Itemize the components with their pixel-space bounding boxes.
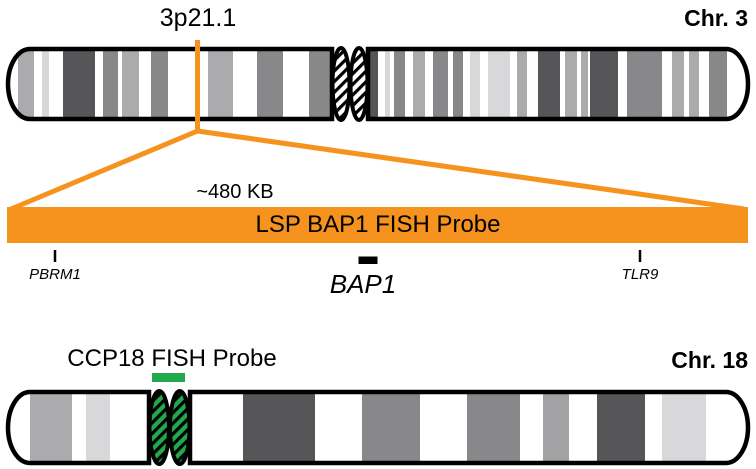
zoom-funnel-left-line <box>10 128 199 212</box>
chr3-centromere <box>330 46 370 122</box>
chromosome-band <box>581 49 588 119</box>
centromere-lobe <box>168 389 192 466</box>
chr18-centromere <box>147 389 192 466</box>
chromosome-band <box>662 392 706 463</box>
gene-label: BAP1 <box>330 269 397 299</box>
chromosome-band <box>208 49 233 119</box>
chromosome-band <box>368 49 378 119</box>
zoom-callout: ~480 KB LSP BAP1 FISH Probe PBRM1 BAP1 TLR… <box>7 40 748 299</box>
chromosome-band <box>103 49 118 119</box>
chromosome-band <box>543 392 569 463</box>
chromosome-band <box>362 392 420 463</box>
chromosome-band <box>627 49 662 119</box>
chromosome-3-ideogram <box>8 46 748 122</box>
centromere-lobe <box>330 46 352 122</box>
centromere-lobe <box>147 389 171 466</box>
zoom-funnel-right-line <box>197 128 745 212</box>
chromosome-band <box>672 49 684 119</box>
ccp18-probe-label: CCP18 FISH Probe <box>67 345 276 372</box>
chr18-band-layer <box>30 392 706 463</box>
chromosome-band <box>453 49 463 119</box>
chromosome-band <box>709 49 727 119</box>
chromosome-band <box>597 392 645 463</box>
chr3-locus-label: 3p21.1 <box>160 4 236 32</box>
chromosome-band <box>689 49 699 119</box>
chromosome-band <box>413 49 425 119</box>
chr3-left-arm-fill <box>8 49 332 119</box>
chromosome-band <box>394 49 405 119</box>
chr3-band-layer <box>18 49 727 119</box>
chromosome-band <box>538 49 560 119</box>
chromosome-band <box>470 49 480 119</box>
lsp-bap1-probe-bar <box>7 207 748 243</box>
chromosome-band <box>385 49 390 119</box>
gene-label: PBRM1 <box>29 266 81 283</box>
chromosome-band <box>42 49 49 119</box>
chromosome-band <box>488 49 510 119</box>
chromosome-band <box>86 392 110 463</box>
chromosome-18-ideogram <box>8 389 748 466</box>
chromosome-band <box>309 49 332 119</box>
probe-size-label: ~480 KB <box>196 181 273 203</box>
chromosome-band <box>517 49 527 119</box>
chromosome-band <box>467 392 520 463</box>
lsp-bap1-probe-label: LSP BAP1 FISH Probe <box>255 211 500 238</box>
gene-markers: PBRM1 BAP1 TLR9 <box>29 250 659 299</box>
chr18-title: Chr. 18 <box>671 347 748 373</box>
chr3-title: Chr. 3 <box>684 5 748 31</box>
chromosome-band <box>243 392 315 463</box>
chromosome-band <box>18 49 34 119</box>
chromosome-band <box>433 49 448 119</box>
chromosome-band <box>257 49 283 119</box>
gene-label: TLR9 <box>622 266 659 283</box>
chromosome-band <box>590 49 618 119</box>
centromere-lobe <box>348 46 370 122</box>
gene-box-marker <box>358 256 378 264</box>
ccp18-probe-bar <box>152 373 185 382</box>
chromosome-band <box>30 392 72 463</box>
chromosome-band <box>63 49 95 119</box>
chromosome-band <box>565 49 577 119</box>
chr18-left-arm-fill <box>8 392 149 463</box>
chromosome-band <box>122 49 139 119</box>
chromosome-band <box>151 49 168 119</box>
